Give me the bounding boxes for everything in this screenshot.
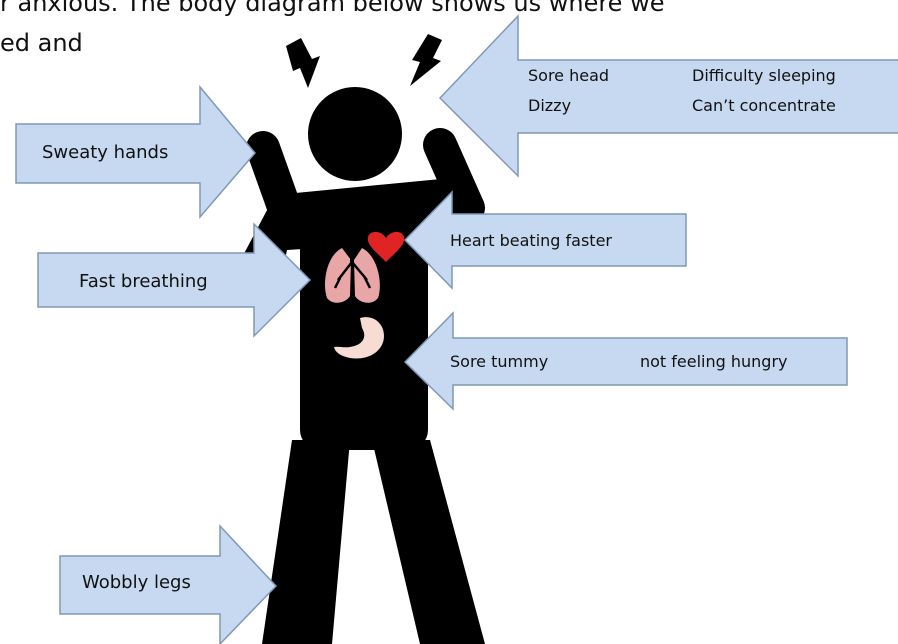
label-cant-concentrate: Can’t concentrate xyxy=(692,96,836,115)
label-heart-beating-faster: Heart beating faster xyxy=(450,231,612,250)
label-difficulty-sleeping: Difficulty sleeping xyxy=(692,66,836,85)
label-sore-head: Sore head xyxy=(528,66,609,85)
label-wobbly-legs: Wobbly legs xyxy=(82,572,191,593)
label-sweaty-hands: Sweaty hands xyxy=(42,142,168,163)
label-not-feeling-hungry: not feeling hungry xyxy=(640,352,788,371)
lightning-bolt-right-icon xyxy=(410,34,442,86)
label-fast-breathing: Fast breathing xyxy=(79,271,208,292)
label-sore-tummy: Sore tummy xyxy=(450,352,548,371)
label-dizzy: Dizzy xyxy=(528,96,571,115)
lightning-bolt-left-icon xyxy=(286,38,320,88)
